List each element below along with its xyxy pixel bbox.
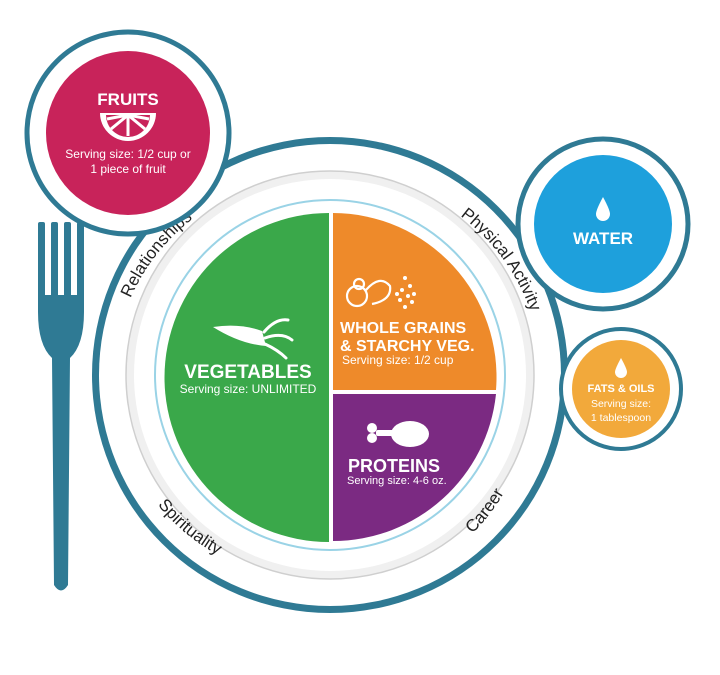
vegetables-serving: Serving size: UNLIMITED [180,382,317,396]
proteins-serving: Serving size: 4-6 oz. [347,475,447,487]
vegetables-section: VEGETABLES Serving size: UNLIMITED [164,213,329,542]
grains-title-line1: WHOLE GRAINS [340,320,467,337]
fruits-serving-line1: Serving size: 1/2 cup or [65,147,190,161]
grains-serving: Serving size: 1/2 cup [342,353,454,367]
fats-title: FATS & OILS [587,383,654,395]
grains-title-line2: & STARCHY VEG. [340,338,475,355]
water-badge: WATER [515,136,691,312]
fats-serving-line1: Serving size: [591,398,651,410]
fruits-serving-line2: 1 piece of fruit [90,162,166,176]
proteins-section: PROTEINS Serving size: 4-6 oz. [333,394,496,541]
fats-badge: FATS & OILS Serving size: 1 tablespoon [559,327,683,451]
vegetables-title: VEGETABLES [184,362,311,383]
water-title: WATER [573,229,633,248]
proteins-title: PROTEINS [348,456,440,476]
fruits-title: FRUITS [97,90,158,109]
fork-icon [38,222,84,591]
drumstick-icon [367,421,429,447]
oil-drop-icon [615,358,627,378]
fruits-badge: FRUITS Serving size: 1/2 cup or 1 piece … [24,29,232,237]
fats-serving-line2: 1 tablespoon [591,412,651,424]
orange-slice-icon [100,113,156,141]
water-drop-icon [596,197,610,221]
grains-section: WHOLE GRAINS & STARCHY VEG. Serving size… [333,213,497,390]
grains-icon [345,276,416,309]
carrot-icon [213,318,294,360]
